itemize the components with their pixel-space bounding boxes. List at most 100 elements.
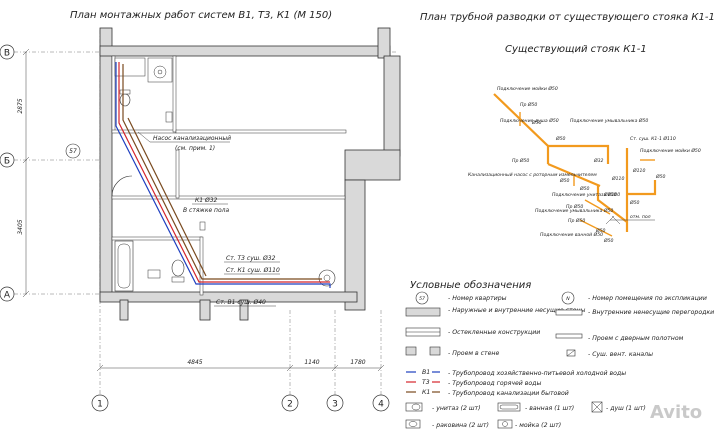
partitions: [111, 55, 347, 296]
legend-fixture-kitchen-sink: - мойка (2 шт): [497, 419, 561, 429]
legend-item-glazing: - Остекленные конструкции: [405, 327, 540, 337]
t3-riser-label: Ст. Т3 суш. Ø32: [226, 255, 276, 262]
riser-label-22: Ø100: [603, 191, 616, 198]
riser-title: Существующий стояк К1-1: [505, 44, 647, 55]
riser-label-18: Ø50: [603, 237, 614, 244]
riser-label-2: Ø50: [531, 119, 542, 126]
svg-text:- Остекленные конструкции: - Остекленные конструкции: [448, 329, 540, 336]
svg-text:- Трубопровод горячей воды: - Трубопровод горячей воды: [448, 379, 541, 387]
pipe-routes: [115, 62, 331, 288]
svg-text:57: 57: [69, 148, 77, 155]
row-dim-1: 2875: [17, 98, 24, 113]
col-dim-3: 1780: [350, 359, 365, 366]
legend-pipe-k1: К1 - Трубопровод канализации бытовой: [406, 389, 569, 397]
riser-isometric: [493, 93, 657, 237]
axis-marker-a: А: [0, 286, 15, 302]
svg-text:К1: К1: [422, 389, 430, 396]
svg-text:- Суш. вент. каналы: - Суш. вент. каналы: [588, 351, 653, 358]
legend-item-partitions: - Внутренние ненесущие перегородки: [555, 309, 714, 316]
door-arc: [111, 175, 133, 197]
svg-text:А: А: [4, 291, 11, 301]
k1-riser-label: Ст. К1 суш. Ø110: [226, 267, 280, 274]
axis-marker-3: 3: [326, 394, 344, 412]
load-bearing-walls: [99, 27, 401, 321]
svg-text:N: N: [566, 296, 570, 302]
legend-item-bearing-walls: - Наружные и внутренние несущие стены: [405, 307, 585, 317]
bathtub: [114, 240, 134, 292]
left-plan-title: План монтажных работ систем В1, Т3, К1 (…: [70, 9, 332, 21]
riser-label-17: Ø50: [595, 227, 606, 234]
riser-label-23: Ø110: [632, 167, 645, 174]
riser-label-16: Подключение ванной Ø50: [540, 231, 603, 238]
toilet-upper: [119, 89, 131, 107]
pump-note: (см. прим. 1): [175, 145, 215, 152]
svg-text:1: 1: [97, 400, 103, 410]
riser-label-7: Подключение мойки Ø50: [640, 147, 701, 154]
riser-label-19: Ø50: [579, 185, 590, 192]
axis-marker-1: 1: [91, 394, 109, 412]
svg-text:Т3: Т3: [422, 379, 430, 386]
riser-label-6: Ст. суш. К1-1 Ø110: [630, 135, 676, 142]
svg-text:Б: Б: [4, 157, 10, 167]
svg-text:4: 4: [378, 400, 384, 410]
svg-text:- Номер помещения по экспликац: - Номер помещения по экспликации: [588, 295, 707, 302]
riser-label-13: Пр Ø50: [566, 203, 583, 210]
svg-text:- Номер квартиры: - Номер квартиры: [448, 295, 507, 302]
svg-text:57: 57: [419, 296, 425, 302]
riser-label-8: Пр Ø50: [512, 157, 529, 164]
axis-marker-4: 4: [372, 394, 390, 412]
legend-pipe-t3: Т3 - Трубопровод горячей воды: [406, 379, 541, 387]
b1-riser-label: Ст. В1 суш. Ø40: [216, 299, 266, 306]
svg-text:- ванная (1 шт): - ванная (1 шт): [525, 405, 574, 412]
legend-fixture-shower: - душ (1 шт): [591, 401, 646, 413]
legend-item-door: - Проем с дверным полотном: [555, 333, 684, 342]
riser-label-26: Ø50: [559, 177, 570, 184]
legend-title: Условные обозначения: [410, 279, 531, 291]
svg-text:- Внутренние ненесущие перегор: - Внутренние ненесущие перегородки: [588, 309, 714, 316]
legend-item-opening: - Проем в стене: [405, 346, 499, 357]
col-dim-1: 4845: [187, 359, 202, 366]
svg-text:В: В: [4, 49, 10, 59]
svg-text:- унитаз (2 шт): - унитаз (2 шт): [432, 405, 481, 412]
sink-lower: [147, 269, 161, 279]
svg-text:- Проем в стене: - Проем в стене: [448, 350, 499, 357]
riser-label-12: Подключение унитаза Ø100: [552, 191, 620, 198]
shower-upper: [147, 57, 173, 83]
svg-text:В1: В1: [422, 369, 430, 376]
row-dim-2: 3405: [17, 219, 24, 234]
svg-text:2: 2: [287, 400, 293, 410]
legend-item-room-number: N - Номер помещения по экспликации: [561, 291, 707, 305]
watermark: Avito: [650, 402, 702, 423]
legend-fixture-toilet: - унитаз (2 шт): [405, 402, 481, 412]
axis-marker-2: 2: [281, 394, 299, 412]
svg-text:- мойка (2 шт): - мойка (2 шт): [515, 422, 561, 429]
legend-item-apartment: 57 - Номер квартиры: [415, 291, 507, 305]
k1-floor-note: В стяжке пола: [183, 207, 229, 214]
riser-label-5: Ø50: [555, 135, 566, 142]
axis-marker-v: В: [0, 44, 15, 60]
svg-text:- Проем с дверным полотном: - Проем с дверным полотном: [588, 335, 684, 342]
col-dim-2: 1140: [304, 359, 319, 366]
svg-text:- Трубопровод канализации быто: - Трубопровод канализации бытовой: [448, 389, 569, 397]
k1-floor-label: К1 Ø32: [195, 197, 218, 204]
svg-text:- душ (1 шт): - душ (1 шт): [606, 405, 646, 412]
svg-text:- раковина (2 шт): - раковина (2 шт): [432, 422, 489, 429]
riser-label-25: отм. пол: [630, 215, 651, 220]
riser-label-21: Ø50: [655, 173, 666, 180]
riser-label-24: Пр Ø50: [520, 101, 537, 108]
riser-label-15: Пр Ø50: [568, 217, 585, 224]
riser-label-9: Ø32: [593, 157, 604, 164]
riser-label-3: Подключение душа Ø50: [500, 117, 559, 124]
legend-item-vent: - Суш. вент. каналы: [566, 349, 653, 358]
pump-box: [165, 111, 173, 123]
riser-label-20: Ø50: [629, 199, 640, 206]
axis-marker-b: Б: [0, 152, 15, 168]
riser-label-1: Подключение мойки Ø50: [497, 85, 558, 92]
svg-text:- Трубопровод хозяйственно-пит: - Трубопровод хозяйственно-питьевой холо…: [448, 369, 626, 377]
toilet-lower: [171, 259, 185, 283]
right-plan-title: План трубной разводки от существующего с…: [420, 11, 715, 23]
legend-fixture-basin: - раковина (2 шт): [405, 419, 489, 429]
riser-labels: Подключение мойки Ø50 Ø50 Подключение ду…: [468, 85, 701, 244]
vent-duct: [199, 221, 206, 231]
